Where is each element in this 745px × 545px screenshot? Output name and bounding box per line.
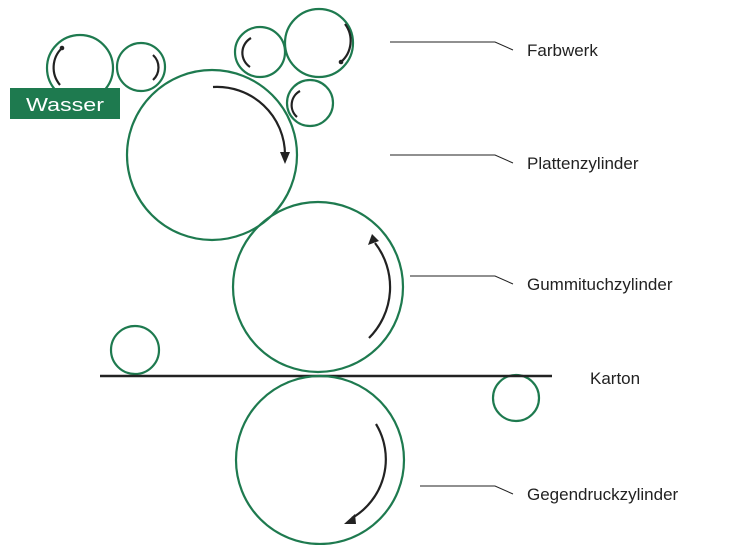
leader-line-gummituchzylinder [410, 275, 514, 285]
rotation-arrow-dampening-left-tip [59, 45, 65, 51]
rotation-arrow-blanket-head [368, 234, 379, 245]
plate-cylinder [125, 68, 299, 242]
leader-line-farbwerk [390, 41, 514, 51]
guide-roller-left [109, 324, 161, 376]
wasser-label: Wasser [26, 95, 104, 115]
blanket-cylinder [231, 200, 405, 374]
rotation-arrow-ink-small [241, 37, 252, 68]
rotation-arrow-plate-head [280, 152, 290, 164]
label-gegendruckzylinder: Gegendruckzylinder [527, 485, 679, 504]
rotation-arrow-impression-head [344, 514, 356, 524]
ink-roller-small [233, 25, 287, 79]
rotation-arrow-dampening-left [52, 47, 63, 86]
impression-cylinder [234, 374, 406, 545]
rotation-arrow-plate [212, 85, 287, 156]
label-karton: Karton [590, 369, 640, 388]
rotation-arrow-dampening-right [152, 54, 160, 81]
dampening-unit: Wasser [10, 33, 167, 119]
inking-unit [233, 7, 355, 128]
label-gummituchzylinder: Gummituchzylinder [527, 275, 673, 294]
plate-cylinder-circle [125, 68, 299, 242]
ink-roller-large [283, 7, 355, 79]
wasser-badge [10, 88, 120, 119]
blanket-cylinder-circle [231, 200, 405, 374]
dampening-roller-right [115, 41, 167, 93]
rotation-arrow-ink-large-tip [338, 59, 344, 65]
ink-roller-lower [285, 78, 335, 128]
rotation-arrow-ink-large [340, 23, 352, 63]
rotation-arrow-impression [351, 423, 387, 519]
label-plattenzylinder: Plattenzylinder [527, 154, 639, 173]
rotation-arrow-ink-lower [290, 90, 301, 118]
guide-roller-right [491, 373, 541, 423]
rotation-arrow-blanket [368, 242, 392, 339]
leader-line-gegendruckzylinder [420, 485, 514, 495]
impression-cylinder-circle [234, 374, 406, 545]
label-farbwerk: Farbwerk [527, 41, 598, 60]
leader-line-plattenzylinder [390, 154, 514, 164]
